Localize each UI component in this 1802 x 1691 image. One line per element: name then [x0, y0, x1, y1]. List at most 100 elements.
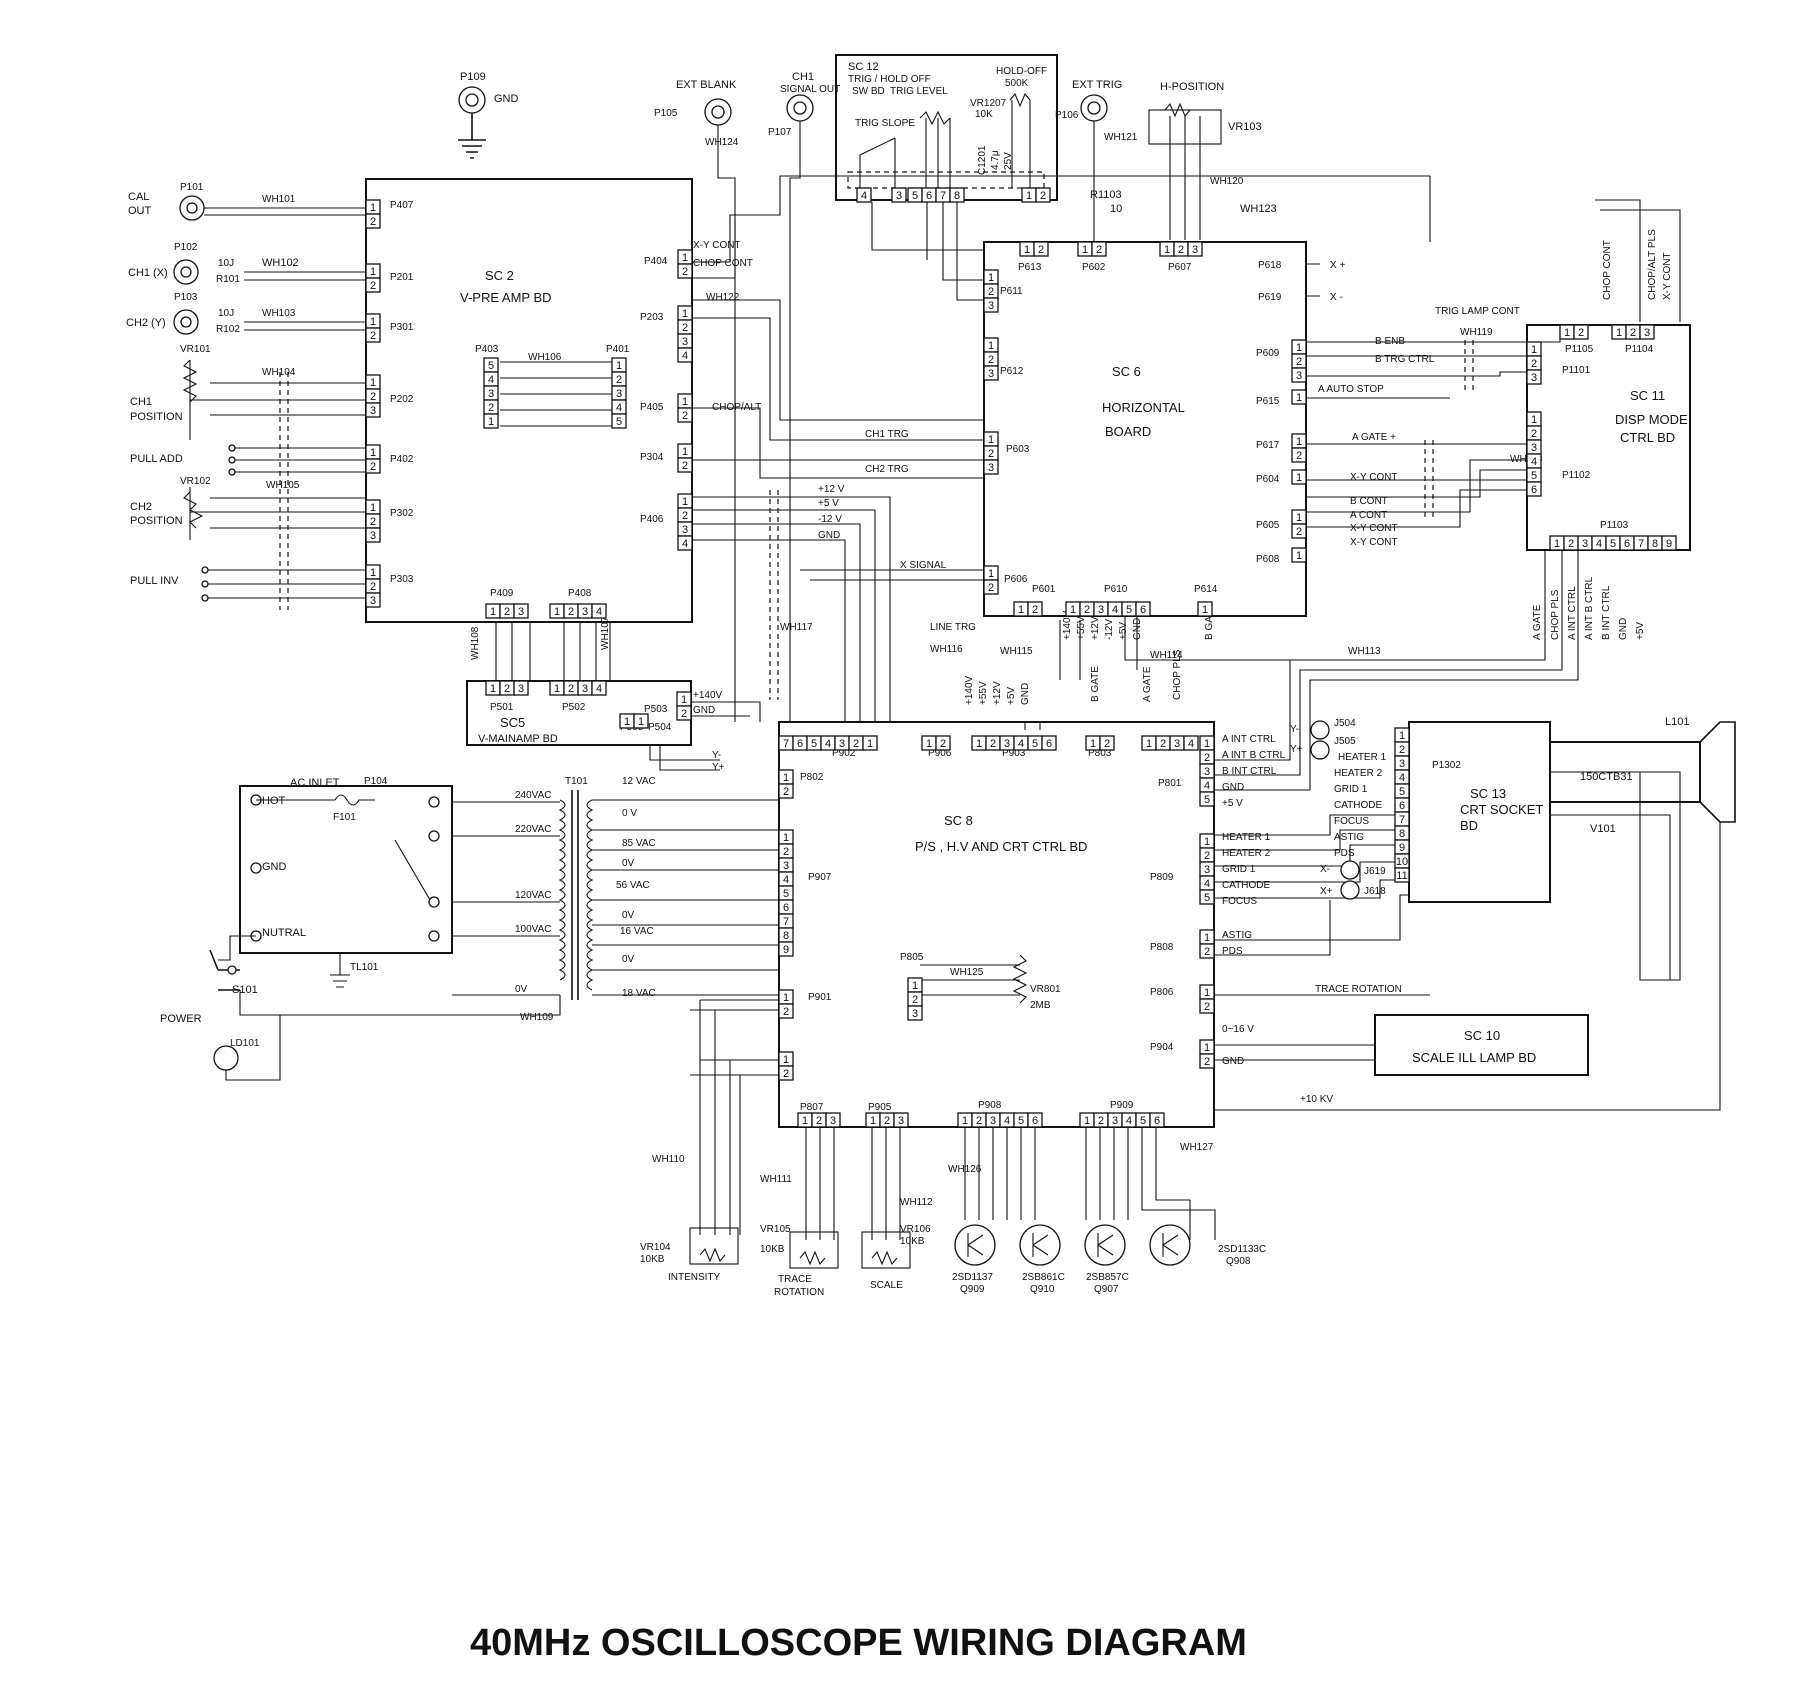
sig-xy-cont: X-Y CONT	[693, 240, 741, 251]
connector-pin-number: 1	[912, 980, 918, 992]
sig-xy-cont-2: X-Y CONT	[1350, 523, 1398, 534]
connector-pin-number: 4	[1596, 538, 1602, 550]
connector-pin-number: 1	[1070, 604, 1076, 616]
connector-pin-number: 2	[1204, 1056, 1210, 1068]
ch1-position-control[interactable]: VR101 CH1 POSITION PULL ADD	[130, 344, 366, 465]
ext-blank-jack-p105[interactable]: EXT BLANK P105 WH124	[654, 79, 739, 148]
connector-pin-number: 7	[783, 916, 789, 928]
crt-type: 150CTB31	[1580, 771, 1633, 783]
r-heater1: HEATER 1	[1222, 832, 1271, 843]
connector-pin-number: 2	[370, 461, 376, 473]
connector-pin-number: 2	[1296, 526, 1302, 538]
r1103-label: R1103	[1090, 189, 1122, 201]
connector-pin-number: 2	[783, 1068, 789, 1080]
sc11-desc-2: CTRL BD	[1620, 430, 1675, 445]
connector-pin-number: 1	[1531, 344, 1537, 356]
gnd-jack-p109[interactable]: P109 GND	[458, 71, 519, 159]
ch2-position-control[interactable]: VR102 CH2 POSITION PULL INV	[130, 476, 366, 587]
sc5-name: SC5	[500, 715, 525, 730]
connector-pin	[677, 457, 693, 473]
ac-inlet-box	[239, 785, 453, 954]
conn-p405: P405	[640, 402, 664, 413]
sec-56vac: 56 VAC	[616, 880, 650, 891]
connector-pin	[611, 413, 627, 429]
connector-pin-number: 1	[682, 446, 688, 458]
diagram-title: 40MHz OSCILLOSCOPE WIRING DIAGRAM	[470, 1622, 1247, 1664]
connector-pin-number: 4	[616, 402, 622, 414]
connector-pin-number: 2	[1038, 244, 1044, 256]
sc6-right-signal-labels: X + X - TRIG LAMP CONT B ENB B TRG CTRL …	[1318, 260, 1520, 548]
sc12-c1201-cap: 4.7μ	[990, 150, 1001, 170]
connector-pin-number: 2	[988, 582, 994, 594]
connector-pin-number: 2	[1296, 356, 1302, 368]
p102-label: P102	[174, 242, 198, 253]
sc10-title: SC 10 SCALE ILL LAMP BD	[1412, 1028, 1536, 1065]
p104-label: P104	[364, 776, 388, 787]
connector-pin-number: 1	[1616, 327, 1622, 339]
sc10-desc: SCALE ILL LAMP BD	[1412, 1050, 1536, 1065]
connector-pin	[513, 680, 529, 696]
h-position-pot-vr103[interactable]: H-POSITION VR103	[1148, 81, 1262, 240]
s13-focus: FOCUS	[1334, 816, 1369, 827]
ch2-input-jack-p103[interactable]: P103 CH2 (Y) 10J R102	[126, 292, 240, 335]
ch1-signal-out-jack-p107[interactable]: CH1 SIGNAL OUT P107	[768, 71, 840, 138]
connector-pin	[1091, 241, 1107, 257]
connector-pin-number: 1	[638, 716, 644, 728]
connector-pin-number: 6	[1032, 1115, 1038, 1127]
connector-pin-number: 1	[1399, 730, 1405, 742]
connector-pin-number: 4	[1399, 772, 1405, 784]
connector-pin-number: 2	[1204, 850, 1210, 862]
sig-ch2-trg: CH2 TRG	[865, 464, 909, 475]
s13-heater2: HEATER 2	[1334, 768, 1383, 779]
conn-p908: P908	[978, 1100, 1002, 1111]
connector-pin-number: 2	[682, 266, 688, 278]
ext-trig-jack-p106[interactable]: EXT TRIG P106 WH121 R1103 10	[1055, 79, 1138, 215]
connector-pin	[1199, 791, 1215, 807]
ch2-position-label: POSITION	[130, 515, 183, 527]
main-wiring	[204, 121, 1721, 1240]
sc11-gnd: GND	[1618, 618, 1629, 640]
connector-pin	[778, 1003, 794, 1019]
r101-label: R101	[216, 274, 240, 285]
connector-pin-number: 8	[1652, 538, 1658, 550]
conn-p203: P203	[640, 312, 664, 323]
wh103: WH103	[262, 308, 296, 319]
sc10-name: SC 10	[1464, 1028, 1500, 1043]
ac-voltage-selector	[256, 794, 431, 901]
conn-p605: P605	[1256, 520, 1280, 531]
connector-pin-number: 2	[682, 322, 688, 334]
connector-pin	[1099, 735, 1115, 751]
connector-pin-number: 4	[1531, 456, 1537, 468]
sig-p12v: +12 V	[818, 484, 845, 495]
ch1-input-jack-p102[interactable]: P102 CH1 (X) 10J R101	[128, 242, 240, 285]
conn-p617: P617	[1256, 440, 1280, 451]
r102-value: 10J	[218, 308, 234, 319]
connector-pin-number: 3	[988, 462, 994, 474]
sc8-connectors: P902 P906 P903 P803 P801 P802 P907 P901 …	[800, 748, 1182, 1113]
conn-p803: P803	[1088, 748, 1112, 759]
connector-pin-number: 9	[1399, 842, 1405, 854]
sc6-connectors: P611 P612 P603 P606 P613 P602 P607 P618 …	[1000, 260, 1282, 595]
s13-xm: X-	[1320, 864, 1330, 875]
p101-label: P101	[180, 182, 204, 193]
connector-pin-number: 1	[1531, 414, 1537, 426]
connector-pin-number: 2	[783, 1006, 789, 1018]
connector-pin-number: 1	[988, 340, 994, 352]
sc12-holdoff-pot	[1009, 92, 1031, 188]
connector-pin	[677, 407, 693, 423]
connector-pin	[1291, 389, 1307, 405]
connector-pin-number: 1	[867, 738, 873, 750]
transistor-q908	[1149, 1224, 1191, 1266]
connector-pin	[1149, 1112, 1165, 1128]
connector-pin-number: 7	[1399, 814, 1405, 826]
vr105-value: 10KB	[760, 1244, 785, 1255]
p106-label: P106	[1055, 110, 1079, 121]
s13-yp: Y+	[1290, 744, 1303, 755]
tap-220vac: 220VAC	[515, 824, 552, 835]
cal-out-jack-p101[interactable]: CAL OUT P101	[128, 182, 205, 221]
ac-inlet-labels: AC INLET HOT GND NUTRAL	[262, 777, 340, 939]
connector-pin-number: 3	[1296, 370, 1302, 382]
sc2-signal-labels: X-Y CONT CHOP CONT CHOP/ALT CH1 TRG CH2 …	[693, 240, 947, 571]
ac-gnd: GND	[262, 861, 287, 873]
connector-pin-number: 1	[1018, 604, 1024, 616]
